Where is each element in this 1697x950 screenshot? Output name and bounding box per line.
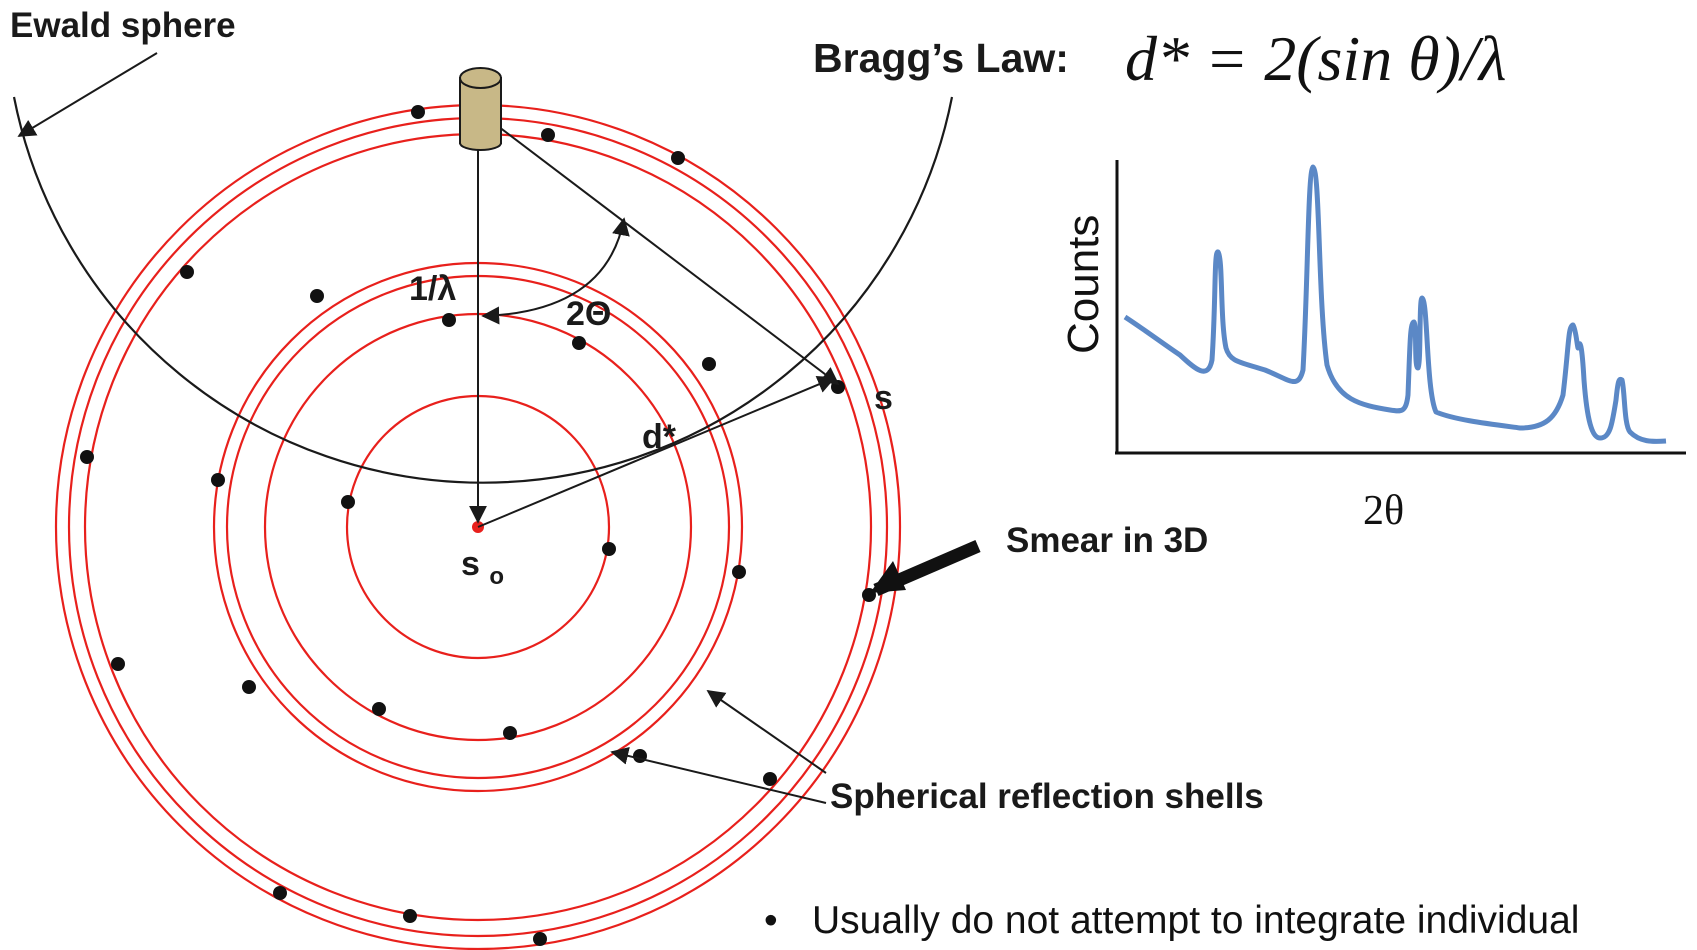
- lattice-point: [341, 495, 355, 509]
- lattice-point: [242, 680, 256, 694]
- lattice-point: [372, 702, 386, 716]
- lattice-point: [442, 313, 456, 327]
- lattice-point: [602, 542, 616, 556]
- pattern-y-label: Counts: [1059, 215, 1108, 354]
- s-o-subscript: o: [489, 563, 504, 590]
- s-o-main: s: [461, 545, 480, 583]
- ewald-sphere-label: Ewald sphere: [10, 6, 236, 45]
- lattice-point: [403, 909, 417, 923]
- reciprocal-lattice-points: [80, 105, 876, 946]
- lattice-point: [633, 749, 647, 763]
- lattice-point: [541, 128, 555, 142]
- smear-arrow-head: [870, 561, 906, 593]
- ewald-sphere-arc: [12, 96, 954, 484]
- one-over-lambda-label: 1/λ: [409, 270, 456, 308]
- lattice-point: [732, 565, 746, 579]
- shells-label: Spherical reflection shells: [830, 777, 1264, 816]
- d-star-label: d*: [642, 418, 677, 456]
- lattice-point: [702, 357, 716, 371]
- bullet-text: Usually do not attempt to integrate indi…: [812, 899, 1579, 942]
- shells-pointer-lower: [610, 747, 827, 804]
- two-theta-label: 2Θ: [566, 295, 611, 333]
- lattice-point: [503, 726, 517, 740]
- pattern-x-label: 2θ: [1363, 488, 1404, 534]
- d-star-vector: [477, 375, 836, 528]
- lattice-point: [671, 151, 685, 165]
- lattice-point: [310, 289, 324, 303]
- ewald-pointer-line: [17, 52, 158, 137]
- lattice-point: [533, 932, 547, 946]
- lattice-point: [411, 105, 425, 119]
- bragg-formula: d* = 2(sin θ)/λ: [1125, 23, 1506, 94]
- vectors: [469, 110, 840, 528]
- bullet-marker: •: [764, 899, 778, 942]
- bragg-title: Bragg’s Law:: [813, 35, 1069, 81]
- diffracted-beam-vector: [477, 110, 840, 386]
- pattern-curve: [1123, 164, 1667, 444]
- lattice-point: [111, 657, 125, 671]
- lattice-point: [831, 380, 845, 394]
- lattice-point: [211, 473, 225, 487]
- lattice-point: [572, 336, 586, 350]
- s-o-label: s o: [461, 545, 504, 590]
- lattice-point: [273, 886, 287, 900]
- lattice-point: [180, 265, 194, 279]
- two-theta-angle-arc: [481, 217, 630, 325]
- lattice-point: [763, 772, 777, 786]
- shells-pointer-upper: [706, 689, 827, 774]
- s-label: s: [874, 379, 893, 417]
- xray-tube-icon: [459, 67, 502, 151]
- powder-pattern: Counts 2θ: [1059, 160, 1686, 534]
- smear-label: Smear in 3D: [1006, 521, 1208, 560]
- lattice-point: [80, 450, 94, 464]
